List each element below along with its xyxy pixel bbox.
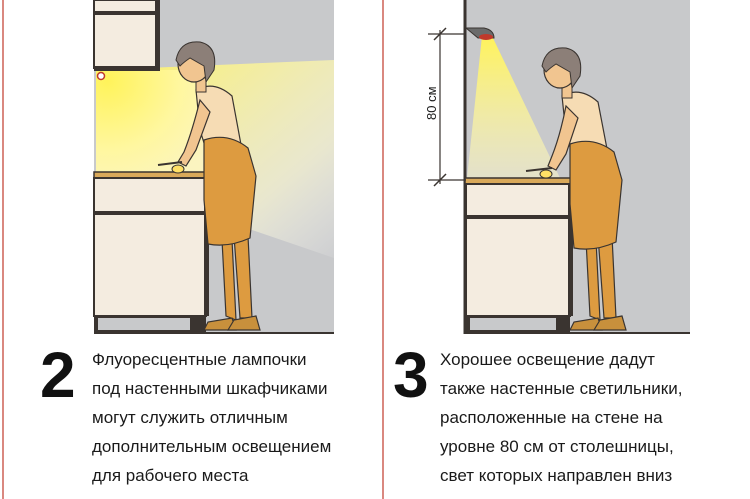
- panel-3-description: Хорошее освещение дадут также настенные …: [440, 345, 682, 490]
- panel-3-base-cabinet-drawer: [465, 183, 571, 217]
- panel-2-number: 2: [40, 339, 76, 411]
- panel-2-base-cabinet-door: [93, 213, 207, 317]
- panel-3-number: 3: [393, 339, 429, 411]
- panel-2-line: могут служить отличным: [92, 408, 288, 427]
- panel-3-line: также настенные светильники,: [440, 379, 683, 398]
- panel-3-base-cabinet-door: [465, 217, 571, 317]
- panel-2-wall-cabinet-top: [93, 0, 157, 13]
- panel-3-line: свет которых направлен вниз: [440, 466, 673, 485]
- panel-3-woman: [525, 47, 627, 331]
- panel-2-backsplash-glow: [96, 70, 208, 176]
- dimension-label: 80 см: [424, 86, 439, 120]
- panel-3-line: расположенные на стене на: [440, 408, 663, 427]
- panel-3-scene: 80 см: [424, 0, 690, 334]
- panel-2-line: для рабочего места: [92, 466, 249, 485]
- panel-3-line: Хорошее освещение дадут: [440, 350, 655, 369]
- panel-3-dimension-line: [428, 27, 466, 187]
- panel-2-scene: [93, 0, 334, 334]
- panel-2-description: Флуоресцентные лампочки под настенными ш…: [92, 345, 331, 490]
- panel-3-light-beam: [467, 36, 560, 178]
- panel-2-line: Флуоресцентные лампочки: [92, 350, 307, 369]
- panel-2-wall-cabinet-bottom: [93, 13, 157, 69]
- panel-2-base-cabinet-drawer: [93, 177, 207, 213]
- panel-2-lamp-icon: [96, 71, 106, 81]
- panel-2-line: под настенными шкафчиками: [92, 379, 328, 398]
- panel-2-woman: [157, 41, 261, 331]
- panel-2-line: дополнительным освещением: [92, 437, 332, 456]
- panel-3-line: уровне 80 см от столешницы,: [440, 437, 674, 456]
